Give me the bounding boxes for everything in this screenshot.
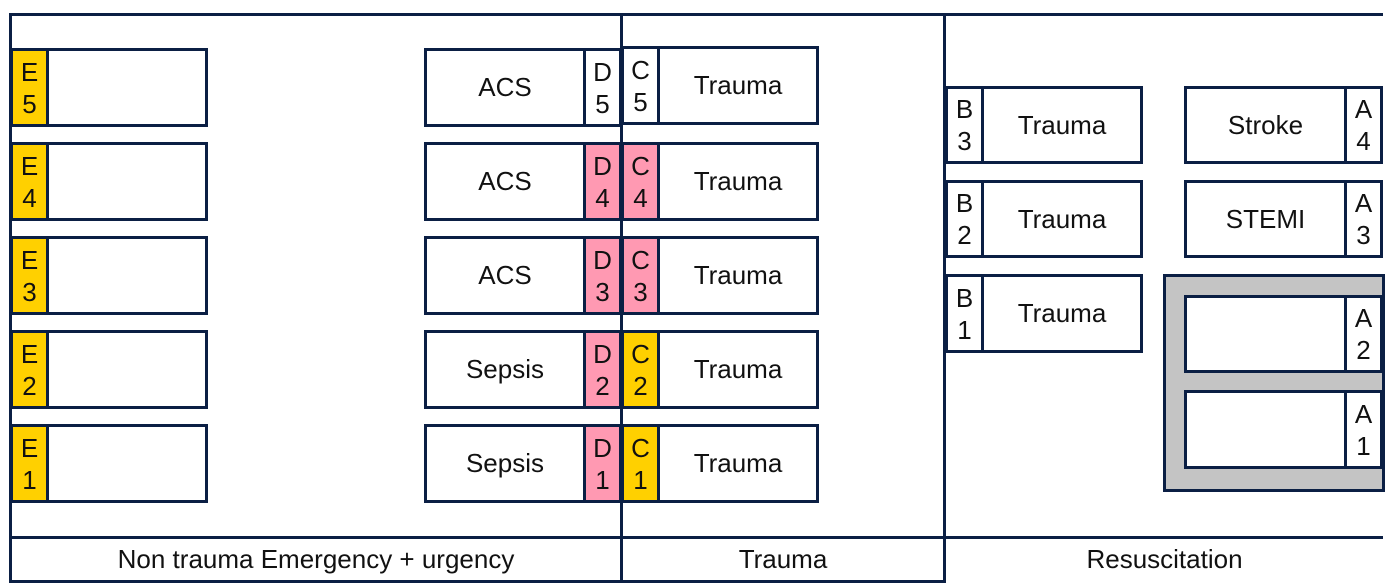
zone-label-resuscitation: Resuscitation [1086,544,1243,574]
bay-label-a1 [1187,393,1344,466]
bay-label-c3: Trauma [693,260,783,290]
bay-label-a4: Stroke [1227,109,1304,140]
zone-label-nontrauma: Non trauma Emergency + urgency [117,544,515,574]
label-row-top [9,536,1383,539]
bay-label-c5: Trauma [693,70,783,100]
divider-resus [943,13,946,583]
bay-label-d1: Sepsis [465,448,545,478]
bay-label-c2: Trauma [693,354,783,384]
bay-label-d4: ACS [478,166,532,196]
bay-label-b2: Trauma [1017,203,1107,234]
bay-label-b1: Trauma [1017,298,1107,328]
bay-label-a3: STEMI [1225,203,1306,234]
bay-label-a2 [1187,298,1344,370]
bay-label-d3: ACS [478,260,532,290]
bay-label-d5: ACS [478,72,532,102]
frame-top [9,13,1383,16]
bay-label-e1 [49,427,205,500]
bay-label-b3: Trauma [1017,109,1107,140]
zone-label-trauma: Trauma [738,544,828,574]
bay-label-c4: Trauma [693,166,783,196]
bay-label-e5 [49,51,205,124]
bay-label-d2: Sepsis [465,354,545,384]
bay-label-e4 [49,145,205,218]
bay-label-c1: Trauma [693,448,783,478]
frame-bottom [9,580,944,583]
bay-label-e3 [49,239,205,312]
bay-label-e2 [49,333,205,406]
